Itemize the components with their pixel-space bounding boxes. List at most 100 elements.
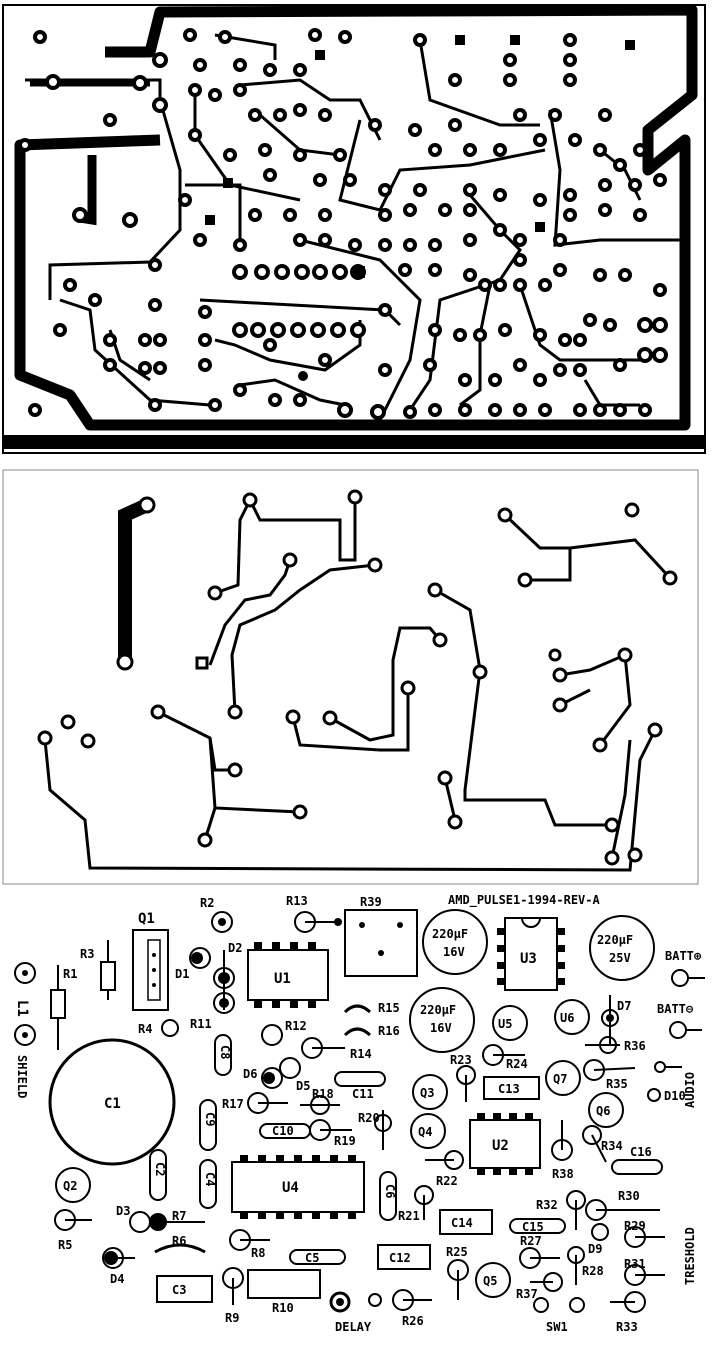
u1-ic: U1	[247, 942, 329, 1008]
c11-capacitor: C11	[334, 1071, 386, 1101]
d6-label: D6	[243, 1067, 257, 1081]
board-revision-title: AMD_PULSE1-1994-REV-A	[448, 893, 600, 908]
u1-label: U1	[274, 971, 291, 987]
u5-label: U5	[498, 1017, 512, 1031]
q7-transistor: Q7	[545, 1060, 581, 1096]
u4-label: U4	[282, 1180, 299, 1196]
r5-label: R5	[58, 1238, 72, 1252]
d1-label: D1	[175, 967, 189, 981]
r12-label: R12	[285, 1019, 307, 1033]
c8-capacitor: C8	[214, 1034, 232, 1076]
c16-capacitor: C16	[611, 1145, 663, 1175]
cap-b-voltage: 25V	[609, 951, 631, 965]
r5-resistor: R5	[54, 1209, 92, 1252]
q4-label: Q4	[418, 1125, 432, 1139]
r32-label: R32	[536, 1198, 558, 1212]
c6-label: C6	[383, 1184, 397, 1198]
q2-label: Q2	[63, 1179, 77, 1193]
jumper-side-panel	[2, 469, 699, 885]
r1-label: R1	[63, 967, 77, 981]
d7-diode: D7	[601, 995, 631, 1045]
r35-resistor: R35	[583, 1059, 636, 1091]
r27-resistor: R27	[519, 1234, 560, 1269]
r31-resistor: R31	[624, 1257, 665, 1286]
r17-resistor: R17	[222, 1092, 288, 1114]
q7-label: Q7	[553, 1072, 567, 1086]
u2-label: U2	[492, 1138, 509, 1154]
r4-label: R4	[138, 1022, 152, 1036]
batt-minus-label: BATT	[657, 1002, 686, 1016]
d5-label: D5	[296, 1079, 310, 1093]
c14-capacitor: C14	[439, 1209, 493, 1235]
batt-plus-terminal: BATT ⊕	[665, 949, 705, 987]
r25-resistor: R25	[446, 1245, 469, 1300]
r28-resistor: R28	[567, 1246, 604, 1285]
c3-label: C3	[172, 1283, 186, 1297]
r28-label: R28	[582, 1264, 604, 1278]
r26-label: R26	[402, 1314, 424, 1328]
treshold-label: TRESHOLD	[683, 1227, 697, 1285]
c13-label: C13	[498, 1082, 520, 1096]
q6-label: Q6	[596, 1104, 610, 1118]
r18-label: R18	[312, 1087, 334, 1101]
r26-resistor: R26	[392, 1289, 432, 1328]
r20-resistor: R20	[358, 1110, 392, 1150]
c14-label: C14	[451, 1216, 473, 1230]
r27-label: R27	[520, 1234, 542, 1248]
c5-label: C5	[305, 1251, 319, 1265]
r33-resistor: R33	[610, 1291, 646, 1334]
d9-diode: D9	[588, 1223, 609, 1256]
cap-c-value: 220µF	[420, 1003, 456, 1017]
r30-label: R30	[618, 1189, 640, 1203]
component-overlay-panel: AMD_PULSE1-1994-REV-A L1 SHIELD Q1 R1 R3	[3, 888, 709, 1344]
c1-capacitor: C1	[48, 1038, 176, 1166]
c15-label: C15	[522, 1220, 544, 1234]
r21-resistor: R21	[398, 1185, 434, 1223]
c11-label: C11	[352, 1087, 374, 1101]
sw1-switch: SW1	[533, 1297, 585, 1334]
d6-diode: D6	[243, 1067, 283, 1089]
r16-resistor: R16	[343, 1024, 400, 1038]
r6-label: R6	[172, 1234, 186, 1248]
r35-label: R35	[606, 1077, 628, 1091]
r37-resistor: R37	[516, 1272, 563, 1301]
r3-resistor: R3	[80, 940, 116, 1000]
q3-transistor: Q3	[412, 1074, 448, 1110]
q2-transistor: Q2	[55, 1167, 91, 1203]
svg-text:⊕: ⊕	[694, 949, 702, 963]
c9-label: C9	[203, 1112, 217, 1126]
c4-capacitor: C4	[199, 1159, 217, 1209]
d5-diode: D5	[279, 1057, 310, 1093]
q6-transistor: Q6	[588, 1092, 624, 1128]
d4-diode: D4	[102, 1247, 135, 1286]
r13-resistor: R13	[286, 894, 342, 933]
treshold-control: TRESHOLD	[683, 1227, 697, 1285]
r19-label: R19	[334, 1134, 356, 1148]
r21-label: R21	[398, 1209, 420, 1223]
r15-label: R15	[378, 1001, 400, 1015]
r34-resistor: R34	[582, 1125, 623, 1163]
d10-label: D10	[664, 1089, 686, 1103]
r9-resistor: R9	[222, 1267, 244, 1325]
q1-transistor: Q1	[132, 911, 169, 1011]
r23-label: R23	[450, 1053, 472, 1067]
batt-plus-label: BATT	[665, 949, 694, 963]
r37-label: R37	[516, 1287, 538, 1301]
c3-capacitor: C3	[156, 1275, 213, 1303]
r30-resistor: R30	[585, 1189, 660, 1221]
q5-label: Q5	[483, 1274, 497, 1288]
r31-label: R31	[624, 1257, 646, 1271]
c1-label: C1	[104, 1096, 121, 1112]
r38-label: R38	[552, 1167, 574, 1181]
q5-transistor: Q5	[475, 1262, 511, 1298]
q4-transistor: Q4	[410, 1113, 446, 1149]
r29-label: R29	[624, 1219, 646, 1233]
solder-side-panel	[2, 4, 706, 454]
cap-220uf-16v-top: 220µF 16V	[422, 909, 488, 975]
r1-resistor: R1	[50, 965, 77, 1050]
cap-b-value: 220µF	[597, 933, 633, 947]
d7-label: D7	[617, 999, 631, 1013]
u4-ic: U4	[231, 1155, 365, 1219]
r14-label: R14	[350, 1047, 372, 1061]
r20-label: R20	[358, 1111, 380, 1125]
